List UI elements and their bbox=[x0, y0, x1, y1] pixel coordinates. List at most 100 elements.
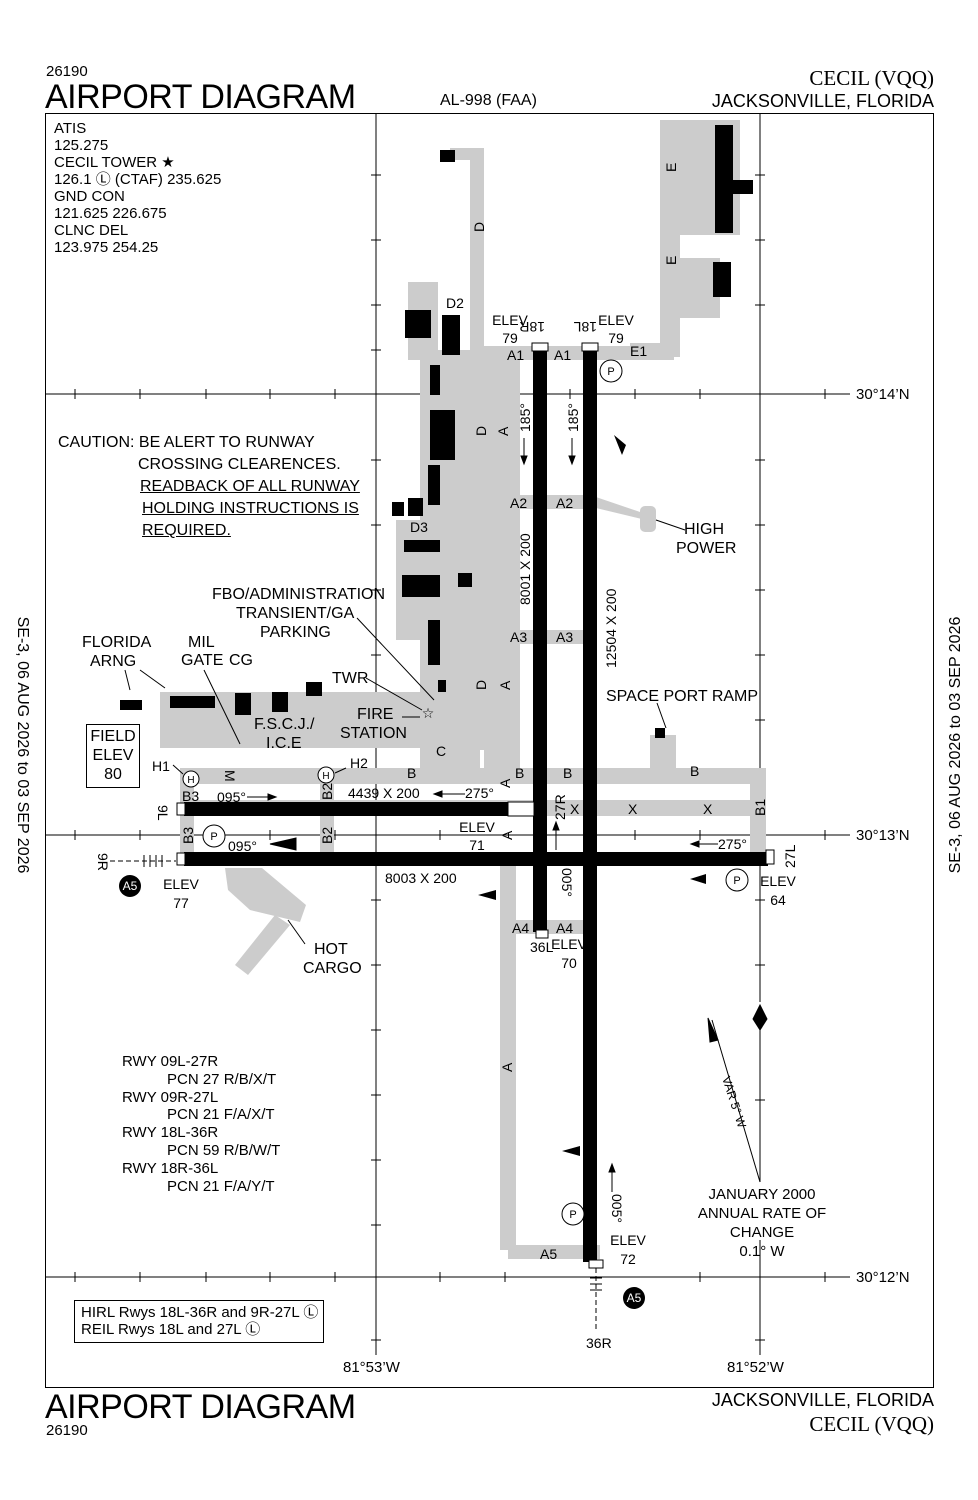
footer-airport: CECIL (VQQ) bbox=[809, 1412, 934, 1436]
taxiway-label-b2-north: B2 bbox=[319, 783, 335, 800]
elev-27l-value: 64 bbox=[770, 892, 786, 908]
taxiway-label-x-3: X bbox=[703, 801, 713, 817]
taxiway-label-d-mid: D bbox=[473, 426, 489, 436]
taxiway-a-upper-inner bbox=[500, 348, 520, 768]
caution-line: CAUTION: BE ALERT TO RUNWAY bbox=[58, 434, 315, 451]
taxiway-label-c: C bbox=[436, 743, 446, 759]
taxiway-label-b-east: B bbox=[563, 765, 572, 781]
caution-line: CROSSING CLEARENCES. bbox=[138, 456, 341, 473]
taxiway-label-a2-east: A2 bbox=[556, 495, 573, 511]
r09l-heading: 095° bbox=[217, 789, 246, 805]
elev-36r-value: 72 bbox=[620, 1251, 636, 1267]
taxiway-e1 bbox=[630, 343, 680, 357]
comms-line: 121.625 226.675 bbox=[54, 205, 167, 222]
buildings bbox=[120, 125, 753, 738]
taxiway-label-d-north: D bbox=[471, 222, 487, 232]
elev-18l-value: 79 bbox=[608, 330, 624, 346]
runways bbox=[184, 350, 768, 1262]
papi-9r bbox=[478, 890, 496, 900]
helipad-h2-icon bbox=[317, 766, 335, 784]
p-south-letter: P bbox=[569, 1209, 576, 1221]
elev-36l-label: ELEV bbox=[551, 936, 587, 952]
p-west-letter: P bbox=[210, 831, 217, 843]
tower-star-icon: ☆ bbox=[422, 705, 435, 721]
runway-labels: 8001 X 200 12504 X 200 185° 185° 005° 00… bbox=[95, 319, 798, 1351]
taxiway-label-x-2: X bbox=[628, 801, 638, 817]
caution-line: REQUIRED. bbox=[142, 522, 231, 539]
transient-label: TRANSIENT/GA bbox=[236, 605, 355, 622]
elev-18l-label: ELEV bbox=[598, 312, 634, 328]
elev-9r-value: 77 bbox=[173, 895, 189, 911]
comms-line: CECIL TOWER ★ bbox=[54, 154, 175, 171]
comms-line: 126.1 Ⓛ (CTAF) 235.625 bbox=[54, 171, 222, 188]
high-power-pad bbox=[640, 506, 656, 532]
taxiway-label-x-1: X bbox=[570, 801, 580, 817]
cg-label: CG bbox=[229, 652, 253, 669]
papi-36r bbox=[562, 1146, 580, 1156]
lat-top-label: 30°14’N bbox=[856, 386, 910, 403]
parking-icon-north bbox=[599, 359, 623, 383]
tower-label: TWR bbox=[332, 670, 369, 687]
magnetic-label: ANNUAL RATE OF CHANGE bbox=[697, 1205, 827, 1241]
symbol-circles bbox=[182, 359, 749, 1226]
florida-label: FLORIDA bbox=[82, 634, 152, 651]
elev-9r-label: ELEV bbox=[163, 876, 199, 892]
hot-cargo-apron bbox=[225, 868, 306, 922]
taxiway-label-b2-south: B2 bbox=[319, 827, 335, 844]
apron-c bbox=[420, 720, 480, 770]
magnetic-north-arrow bbox=[707, 1017, 719, 1043]
taxiway-label-b1: B1 bbox=[752, 799, 768, 816]
taxiways-aprons bbox=[160, 120, 766, 1259]
high-power-label: HIGH bbox=[684, 521, 724, 538]
elev-27l-label: ELEV bbox=[760, 873, 796, 889]
arng-label: ARNG bbox=[90, 653, 137, 670]
taxiway-d-stub bbox=[450, 148, 484, 160]
elevation-labels: ELEV 79 ELEV 79 ELEV 71 ELEV 77 ELEV 70 … bbox=[163, 312, 796, 1267]
field-elev-label2: ELEV bbox=[92, 747, 134, 764]
field-elevation-box: FIELD ELEV 80 bbox=[86, 724, 140, 788]
pcn-line: RWY 18R-36L bbox=[122, 1159, 219, 1177]
space-port-ramp-label: SPACE PORT RAMP bbox=[606, 688, 759, 705]
hot-label: HOT bbox=[314, 941, 348, 958]
taxiway-labels: A1 A1 E1 A2 A2 A3 A3 A4 A4 A5 D2 D3 C B … bbox=[152, 163, 768, 1262]
p-north-letter: P bbox=[607, 366, 614, 378]
r27r-heading: 275° bbox=[465, 785, 494, 801]
approach-lights bbox=[110, 855, 602, 1330]
papi-18l bbox=[614, 435, 626, 455]
a5-west-label: A5 bbox=[123, 879, 138, 893]
taxiway-label-b-center: B bbox=[515, 765, 524, 781]
taxiway-label-a-south: A bbox=[499, 1062, 515, 1072]
gate-label: GATE bbox=[181, 652, 224, 669]
parking-icon-south bbox=[561, 1202, 585, 1226]
taxiway-label-b3-south: B3 bbox=[180, 827, 196, 844]
comms-block: ATIS 125.275 CECIL TOWER ★ 126.1 Ⓛ (CTAF… bbox=[54, 120, 221, 256]
circle-letters: H H P P P P bbox=[187, 366, 740, 1221]
taxiway-label-e-north: E bbox=[663, 163, 679, 172]
end-18r-label: 18R bbox=[519, 319, 545, 335]
h1-symbol-letter: H bbox=[187, 775, 194, 786]
lighting-box: HIRL Rwys 18L-36R and 9R-27L Ⓛ REIL Rwys… bbox=[74, 1300, 324, 1343]
pcn-line: RWY 09R-27L bbox=[122, 1088, 219, 1106]
end-36r-label: 36R bbox=[586, 1335, 612, 1351]
parking-icon-east bbox=[725, 868, 749, 892]
taxiway-label-a-north: A bbox=[495, 426, 511, 436]
pcn-line: PCN 27 R/B/X/T bbox=[167, 1070, 277, 1088]
caution-line: HOLDING INSTRUCTIONS IS bbox=[142, 500, 359, 517]
end-27l-label: 27L bbox=[782, 844, 798, 868]
elev-18r-value: 79 bbox=[502, 330, 518, 346]
end-36l-label: 36L bbox=[530, 939, 554, 955]
r09r-heading: 095° bbox=[228, 838, 257, 854]
r09l-dimensions: 4439 X 200 bbox=[348, 785, 420, 801]
taxiway-a4 bbox=[508, 920, 588, 934]
lat-mid-label: 30°13’N bbox=[856, 827, 910, 844]
station-label: STATION bbox=[340, 725, 407, 742]
lon-left-label: 81°53’W bbox=[343, 1359, 400, 1376]
leader-lines bbox=[124, 519, 686, 945]
helipad-label-h2: H2 bbox=[350, 755, 368, 771]
taxiway-label-a1-east: A1 bbox=[554, 347, 571, 363]
fscj-label: F.S.C.J./ bbox=[254, 716, 315, 733]
taxiway-label-a2: A2 bbox=[510, 495, 527, 511]
p-east-letter: P bbox=[733, 875, 740, 887]
taxiway-label-d3: D3 bbox=[410, 519, 428, 535]
